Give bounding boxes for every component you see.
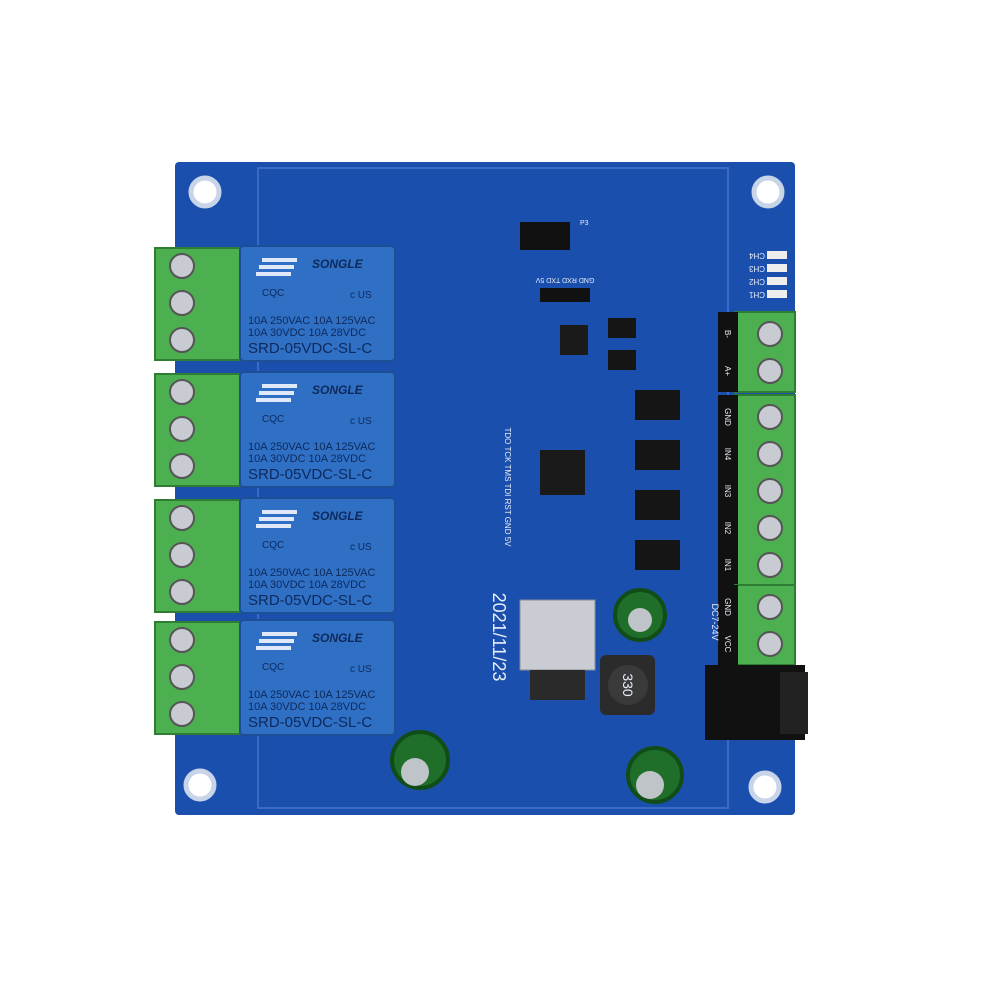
terminal-screw[interactable]: [757, 515, 783, 541]
terminal-label: A+: [723, 366, 732, 376]
voltage-regulator: [519, 599, 596, 700]
mounting-holes: [183, 175, 785, 804]
channel-led-label: CH3: [748, 264, 765, 273]
relay-brand-label: SONGLE: [312, 509, 364, 523]
relay-model-label: SRD-05VDC-SL-C: [248, 466, 372, 483]
terminal-power: GND VCC: [718, 584, 796, 666]
relay-rating1-label: 10A 250VAC 10A 125VAC: [248, 315, 375, 327]
terminal-rs485: B- A+: [718, 311, 796, 393]
relay-rating1-label: 10A 250VAC 10A 125VAC: [248, 689, 375, 701]
channel-led: [767, 251, 787, 259]
relay-rating1-label: 10A 250VAC 10A 125VAC: [248, 441, 375, 453]
terminal-screw[interactable]: [169, 579, 195, 605]
jtag-header-label: TDO TCK TMS TDI RST GND 5V: [503, 428, 512, 548]
optocouplers: [608, 318, 680, 570]
relay-model-label: SRD-05VDC-SL-C: [248, 714, 372, 731]
terminal-label: GND: [723, 598, 732, 616]
channel-led: [767, 277, 787, 285]
channel-led-label: CH4: [748, 251, 765, 260]
uart-header-label: GND RXD TXD 5V: [535, 276, 594, 283]
relay-rating1-label: 10A 250VAC 10A 125VAC: [248, 567, 375, 579]
relay-ul-label: c US: [350, 664, 372, 675]
terminal-screw[interactable]: [169, 627, 195, 653]
terminal-screw[interactable]: [757, 321, 783, 347]
terminal-screw[interactable]: [757, 594, 783, 620]
terminal-screw[interactable]: [169, 542, 195, 568]
relay-brand-label: SONGLE: [312, 631, 364, 645]
inductor: [600, 655, 655, 715]
relay-model-label: SRD-05VDC-SL-C: [248, 592, 372, 609]
pin-header-p3: [520, 222, 590, 302]
relay-rating2-label: 10A 30VDC 10A 28VDC: [248, 327, 366, 339]
terminal-screw[interactable]: [757, 552, 783, 578]
terminal-screw[interactable]: [169, 664, 195, 690]
relay-rating2-label: 10A 30VDC 10A 28VDC: [248, 579, 366, 591]
terminal-label: GND: [723, 408, 732, 426]
date-code: 2021/11/23: [489, 593, 509, 682]
terminal-screw[interactable]: [169, 505, 195, 531]
channel-led: [767, 290, 787, 298]
terminal-screw[interactable]: [169, 701, 195, 727]
terminal-screw[interactable]: [757, 478, 783, 504]
relay-rating2-label: 10A 30VDC 10A 28VDC: [248, 453, 366, 465]
relay-rating2-label: 10A 30VDC 10A 28VDC: [248, 701, 366, 713]
terminal-block-relay-2: [154, 373, 241, 487]
terminal-label: IN4: [723, 448, 732, 461]
terminal-screw[interactable]: [169, 253, 195, 279]
relay-cert-label: CQC: [262, 540, 284, 551]
terminal-label: IN3: [723, 485, 732, 498]
relay-brand-label: SONGLE: [312, 257, 364, 271]
channel-led-label: CH1: [748, 290, 765, 299]
relay-brand-label: SONGLE: [312, 383, 364, 397]
power-range-label: DC7-24V: [710, 603, 720, 640]
capacitors: [390, 588, 684, 804]
microcontroller-chip: [540, 325, 588, 495]
terminal-screw[interactable]: [169, 416, 195, 442]
channel-led: [767, 264, 787, 272]
terminal-label: IN2: [723, 522, 732, 535]
relay-ul-label: c US: [350, 416, 372, 427]
terminal-screw[interactable]: [169, 290, 195, 316]
terminal-label: VCC: [723, 636, 732, 653]
terminal-screw[interactable]: [757, 631, 783, 657]
terminal-screw[interactable]: [169, 327, 195, 353]
terminal-block-relay-3: [154, 499, 241, 613]
terminal-screw[interactable]: [169, 379, 195, 405]
relay-cert-label: CQC: [262, 414, 284, 425]
terminal-block-relay-1: [154, 247, 241, 361]
terminal-label: IN1: [723, 559, 732, 572]
relay-ul-label: c US: [350, 542, 372, 553]
terminal-screw[interactable]: [757, 441, 783, 467]
relay-ul-label: c US: [350, 290, 372, 301]
header-p3-label: P3: [580, 220, 589, 227]
dc-jack: [705, 665, 808, 740]
relay-model-label: SRD-05VDC-SL-C: [248, 340, 372, 357]
terminal-label: B-: [723, 330, 732, 338]
relay-cert-label: CQC: [262, 662, 284, 673]
terminal-screw[interactable]: [757, 358, 783, 384]
terminal-block-relay-4: [154, 621, 241, 735]
channel-led-label: CH2: [748, 277, 765, 286]
terminal-screw[interactable]: [169, 453, 195, 479]
terminal-screw[interactable]: [757, 404, 783, 430]
inductor-label: 330: [620, 673, 636, 697]
relay-cert-label: CQC: [262, 288, 284, 299]
